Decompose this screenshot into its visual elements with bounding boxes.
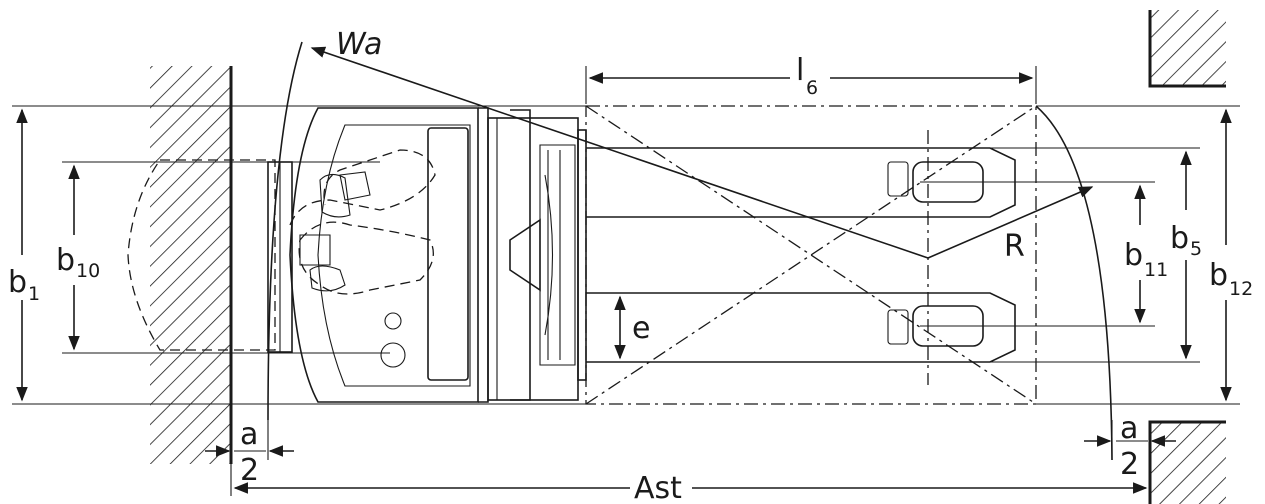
label-l6-sub: 6	[806, 77, 818, 99]
label-r: R	[1004, 229, 1025, 264]
label-a-left-num: a	[240, 417, 258, 452]
label-l6-main: l	[796, 53, 804, 88]
label-b10: b 10	[56, 243, 100, 282]
label-b1-sub: 1	[28, 283, 40, 305]
label-ast: Ast	[634, 471, 682, 504]
label-a-half-left: a 2	[240, 417, 259, 488]
label-b5: b 5	[1170, 221, 1202, 260]
label-b11-sub: 11	[1144, 259, 1168, 281]
dimension-lines	[16, 72, 1232, 494]
label-b5-main: b	[1170, 221, 1189, 256]
right-wall-top	[1148, 10, 1226, 88]
left-wall	[150, 66, 233, 464]
right-wall-bottom	[1148, 420, 1226, 504]
label-l6: l 6	[796, 53, 818, 99]
turning-radius	[267, 41, 1113, 461]
operator-outline	[127, 149, 436, 351]
label-b1: b 1	[8, 265, 40, 305]
truck-body	[267, 107, 587, 403]
label-wa: Wa	[336, 27, 382, 62]
label-b12-main: b	[1209, 258, 1228, 293]
extension-lines	[12, 66, 1240, 496]
label-a-half-right: a 2	[1120, 411, 1139, 482]
label-b12: b 12	[1209, 258, 1253, 300]
pallet-outline	[585, 105, 1037, 405]
label-b10-sub: 10	[76, 260, 100, 282]
label-b12-sub: 12	[1229, 278, 1253, 300]
label-b11: b 11	[1124, 238, 1168, 281]
label-a-right-num: a	[1120, 411, 1138, 446]
label-b1-main: b	[8, 265, 27, 300]
label-b11-main: b	[1124, 238, 1143, 273]
label-b5-sub: 5	[1190, 238, 1202, 260]
label-a-right-den: 2	[1120, 447, 1139, 482]
label-e: e	[632, 311, 650, 346]
label-a-left-den: 2	[240, 453, 259, 488]
label-b10-main: b	[56, 243, 75, 278]
